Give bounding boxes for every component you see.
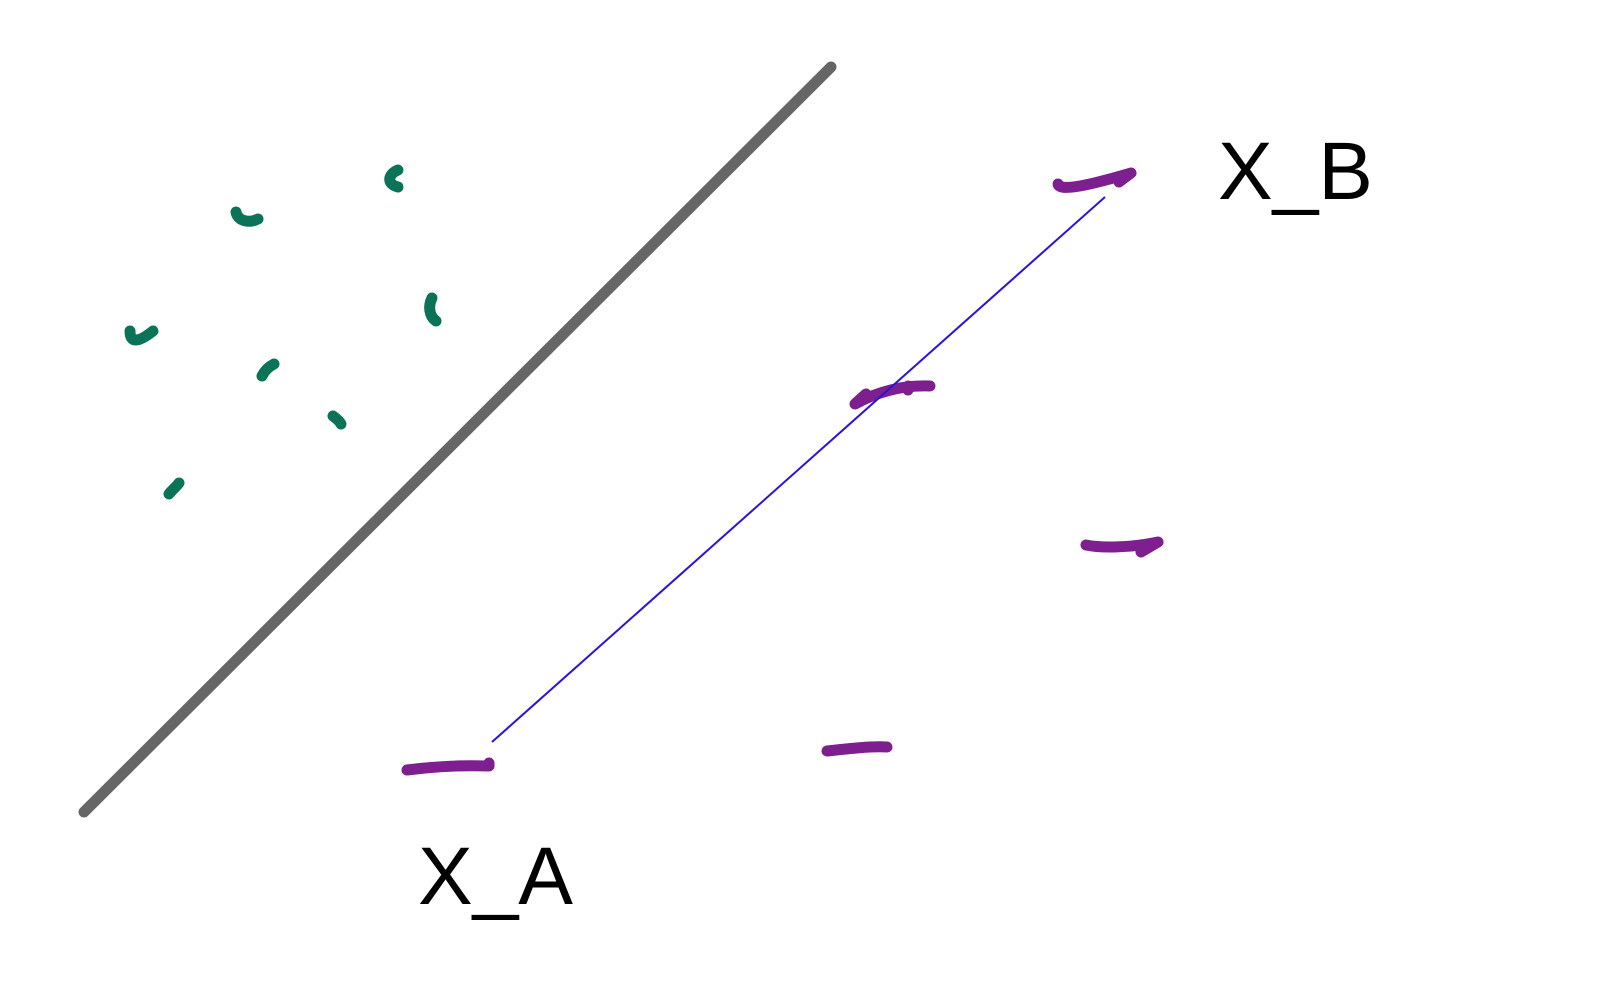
point-a-label: X_A <box>418 831 573 922</box>
purple-class-marks <box>401 167 1164 776</box>
green-mark <box>163 477 185 500</box>
purple-mark <box>849 380 936 410</box>
green-mark <box>256 358 280 382</box>
purple-mark <box>1052 167 1137 193</box>
connector-line <box>491 196 1106 743</box>
green-mark <box>327 410 347 430</box>
purple-mark <box>1080 536 1164 558</box>
purple-mark <box>401 757 495 776</box>
purple-mark <box>821 741 893 757</box>
separator-line <box>78 61 837 818</box>
green-mark <box>230 206 264 227</box>
point-b-label: X_B <box>1218 126 1373 217</box>
green-mark <box>424 292 442 327</box>
green-mark <box>124 325 159 346</box>
green-mark <box>384 164 404 193</box>
green-class-marks <box>124 164 442 500</box>
